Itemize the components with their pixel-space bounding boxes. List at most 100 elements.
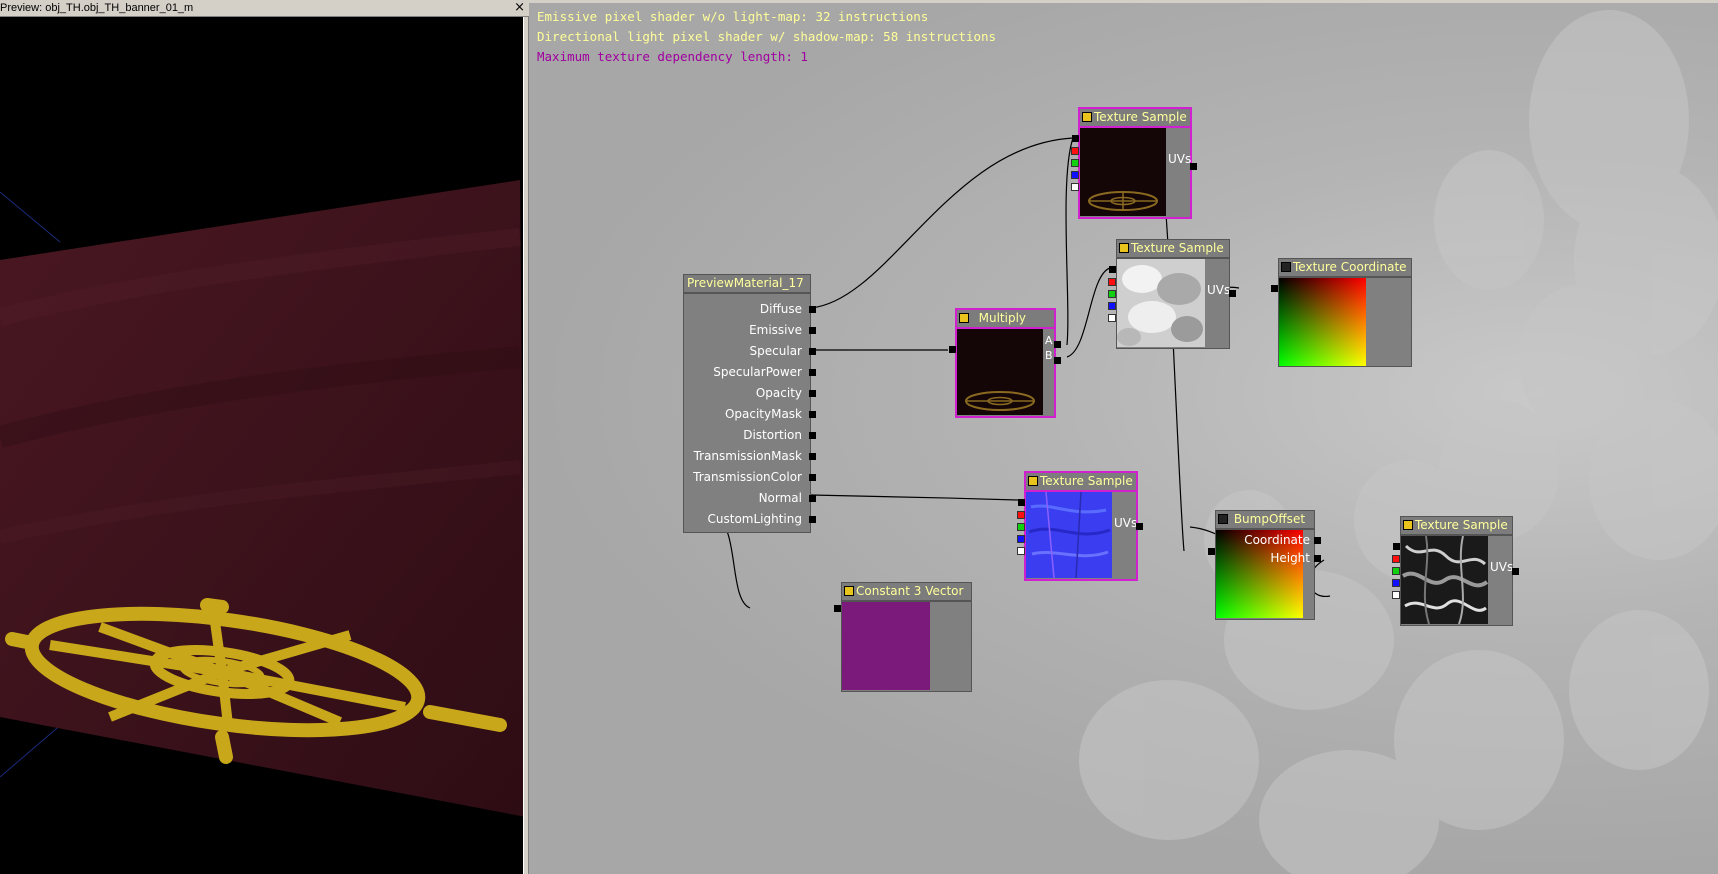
input-transmission-mask[interactable]: TransmissionMask <box>693 449 802 463</box>
input-pin-coordinate[interactable] <box>1314 537 1321 544</box>
node-title: Texture Sample <box>1025 472 1137 491</box>
output-pin-b[interactable] <box>1017 535 1025 543</box>
input-transmission-color[interactable]: TransmissionColor <box>693 470 802 484</box>
pin-label-uvs: UVs <box>1490 560 1514 574</box>
material-root-node[interactable]: PreviewMaterial_17 Diffuse Emissive Spec… <box>683 274 816 533</box>
pin-specular-power[interactable] <box>809 369 816 376</box>
texture-sample-normal-node[interactable]: Texture Sample UVs <box>1017 471 1143 581</box>
normal-map-thumbnail <box>1026 492 1112 578</box>
output-pin-r[interactable] <box>1017 511 1025 519</box>
input-pin-height[interactable] <box>1314 555 1321 562</box>
pin-transmission-mask[interactable] <box>809 453 816 460</box>
input-normal[interactable]: Normal <box>758 491 802 505</box>
uv-gradient-thumbnail <box>1279 278 1366 366</box>
output-pin-r[interactable] <box>1108 278 1116 286</box>
output-pin-a[interactable] <box>1392 591 1400 599</box>
output-pin-rgb[interactable] <box>1018 499 1025 506</box>
output-pin-a[interactable] <box>1108 314 1116 322</box>
output-pin-g[interactable] <box>1017 523 1025 531</box>
node-title: Texture Sample <box>1116 239 1230 258</box>
output-pin-b[interactable] <box>1108 302 1116 310</box>
pin-transmission-color[interactable] <box>809 474 816 481</box>
wheel-emblem <box>5 598 507 764</box>
output-pin-b[interactable] <box>1071 171 1079 179</box>
input-pin-uvs[interactable] <box>1229 290 1236 297</box>
input-pin-uvs[interactable] <box>1512 568 1519 575</box>
output-pin-r[interactable] <box>1071 147 1079 155</box>
stat-directional-instructions: Directional light pixel shader w/ shadow… <box>537 29 997 44</box>
background-spheres <box>1079 10 1718 874</box>
multiply-node[interactable]: Multiply A B <box>949 308 1061 418</box>
output-pin-uvs[interactable] <box>1271 285 1278 292</box>
output-pin-a[interactable] <box>1017 547 1025 555</box>
output-pin-a[interactable] <box>1071 183 1079 191</box>
preview-toggle-icon[interactable] <box>959 313 969 323</box>
output-pin-g[interactable] <box>1108 290 1116 298</box>
input-pin-uvs[interactable] <box>1190 163 1197 170</box>
input-distortion[interactable]: Distortion <box>743 428 802 442</box>
node-title: Texture Sample <box>1079 108 1191 127</box>
preview-toggle-icon[interactable] <box>1082 112 1092 122</box>
pin-distortion[interactable] <box>809 432 816 439</box>
input-pin-uvs[interactable] <box>1136 523 1143 530</box>
output-pin-b[interactable] <box>1392 579 1400 587</box>
output-pin[interactable] <box>949 346 956 353</box>
preview-toggle-icon[interactable] <box>1403 520 1413 530</box>
input-pin-b[interactable] <box>1054 357 1061 364</box>
pin-label-uvs: UVs <box>1207 283 1231 297</box>
close-icon[interactable]: × <box>514 0 525 15</box>
preview-toggle-icon[interactable] <box>1218 514 1228 524</box>
pin-label-b: B <box>1045 349 1053 362</box>
texture-sample-height-node[interactable]: Texture Sample UVs <box>1392 516 1519 626</box>
preview-toggle-icon[interactable] <box>844 586 854 596</box>
pin-label-uvs: UVs <box>1114 516 1138 530</box>
pin-label-height: Height <box>1270 551 1310 565</box>
material-node-title: PreviewMaterial_17 <box>683 274 811 293</box>
output-pin-rgb[interactable] <box>1109 266 1116 273</box>
node-body: UVs <box>1400 535 1513 626</box>
input-opacity[interactable]: Opacity <box>755 386 802 400</box>
texture-coordinate-node[interactable]: Texture Coordinate <box>1271 258 1412 367</box>
canvas-top-border <box>529 0 1718 3</box>
pin-diffuse[interactable] <box>809 306 816 313</box>
constant-3-vector-node[interactable]: Constant 3 Vector <box>834 582 972 692</box>
panel-splitter[interactable] <box>523 17 529 874</box>
node-body <box>1278 277 1412 367</box>
input-specular[interactable]: Specular <box>749 344 802 358</box>
output-pin-g[interactable] <box>1392 567 1400 575</box>
stat-emissive-instructions: Emissive pixel shader w/o light-map: 32 … <box>537 9 929 24</box>
node-body: UVs <box>1025 491 1137 580</box>
preview-toggle-icon[interactable] <box>1281 262 1291 272</box>
input-diffuse[interactable]: Diffuse <box>759 302 802 316</box>
pin-label-coordinate: Coordinate <box>1244 533 1310 547</box>
input-specular-power[interactable]: SpecularPower <box>713 365 802 379</box>
pin-normal[interactable] <box>809 495 816 502</box>
pin-custom-lighting[interactable] <box>809 516 816 523</box>
output-pin-rgb[interactable] <box>1393 543 1400 550</box>
pin-opacity[interactable] <box>809 390 816 397</box>
material-graph-canvas[interactable]: Emissive pixel shader w/o light-map: 32 … <box>529 0 1718 874</box>
preview-toggle-icon[interactable] <box>1028 476 1038 486</box>
output-pin-g[interactable] <box>1071 159 1079 167</box>
pin-specular[interactable] <box>809 348 816 355</box>
input-custom-lighting[interactable]: CustomLighting <box>707 512 802 526</box>
texture-sample-cloud-node[interactable]: Texture Sample UVs <box>1108 239 1236 349</box>
pin-opacity-mask[interactable] <box>809 411 816 418</box>
bump-offset-node[interactable]: BumpOffset Coordinate Height <box>1208 510 1321 620</box>
output-pin[interactable] <box>834 605 841 612</box>
input-emissive[interactable]: Emissive <box>749 323 802 337</box>
preview-toggle-icon[interactable] <box>1119 243 1129 253</box>
height-map-thumbnail <box>1401 536 1488 624</box>
output-pin-r[interactable] <box>1392 555 1400 563</box>
node-title: Constant 3 Vector <box>841 582 972 601</box>
bump-offset-thumbnail <box>1216 530 1303 618</box>
output-pin-rgb[interactable] <box>1072 135 1079 142</box>
output-pin[interactable] <box>1208 548 1215 555</box>
pin-emissive[interactable] <box>809 327 816 334</box>
texture-sample-emblem-node[interactable]: Texture Sample UVs <box>1071 107 1197 219</box>
preview-viewport[interactable] <box>0 17 529 874</box>
input-pin-a[interactable] <box>1054 341 1061 348</box>
input-opacity-mask[interactable]: OpacityMask <box>724 407 802 421</box>
node-body: A B <box>956 328 1055 417</box>
emblem-thumbnail <box>1080 128 1166 216</box>
